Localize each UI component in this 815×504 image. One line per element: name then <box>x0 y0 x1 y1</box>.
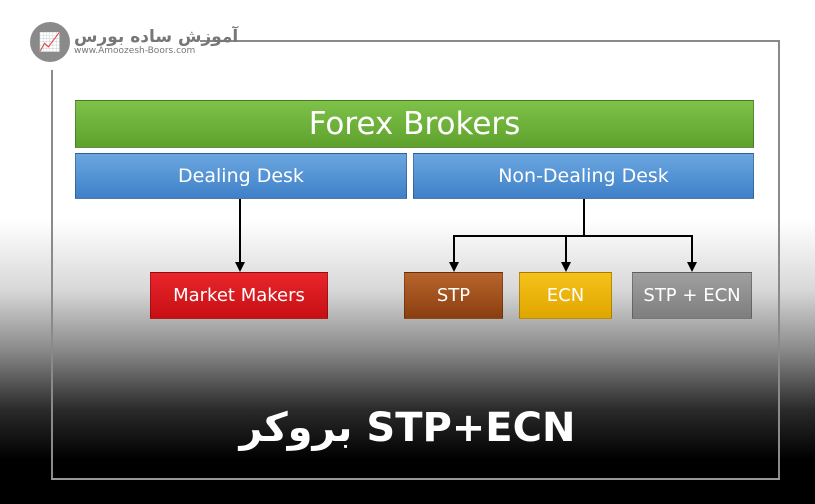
frame-bottom <box>51 478 780 480</box>
arrowhead-market-makers <box>235 262 245 272</box>
connector-horizontal <box>453 235 693 237</box>
logo-brand: آموزش ساده بورس <box>74 27 239 47</box>
arrowhead-stp <box>449 262 459 272</box>
frame-right <box>778 40 780 480</box>
ecn-box: ECN <box>519 272 612 319</box>
dealing-desk-box: Dealing Desk <box>75 153 407 199</box>
page-title: بروکر STP+ECN <box>239 405 576 451</box>
logo-url: www.Amoozesh-Boors.com <box>74 46 196 56</box>
market-makers-box: Market Makers <box>150 272 328 319</box>
arrowhead-ecn <box>561 262 571 272</box>
arrowhead-stp-ecn <box>687 262 697 272</box>
connector-dealing <box>239 199 241 262</box>
non-dealing-desk-box: Non-Dealing Desk <box>413 153 754 199</box>
stp-ecn-box: STP + ECN <box>632 272 752 319</box>
frame-top <box>200 40 780 42</box>
connector-non-dealing <box>583 199 585 236</box>
connector-stp <box>453 235 455 262</box>
globe-chart-icon: 📈 <box>30 22 70 62</box>
frame-left <box>51 70 53 480</box>
connector-stp-ecn <box>691 235 693 262</box>
stp-box: STP <box>404 272 503 319</box>
connector-ecn <box>565 235 567 262</box>
forex-brokers-box: Forex Brokers <box>75 100 754 148</box>
logo: 📈 آموزش ساده بورس www.Amoozesh-Boors.com <box>30 22 238 62</box>
